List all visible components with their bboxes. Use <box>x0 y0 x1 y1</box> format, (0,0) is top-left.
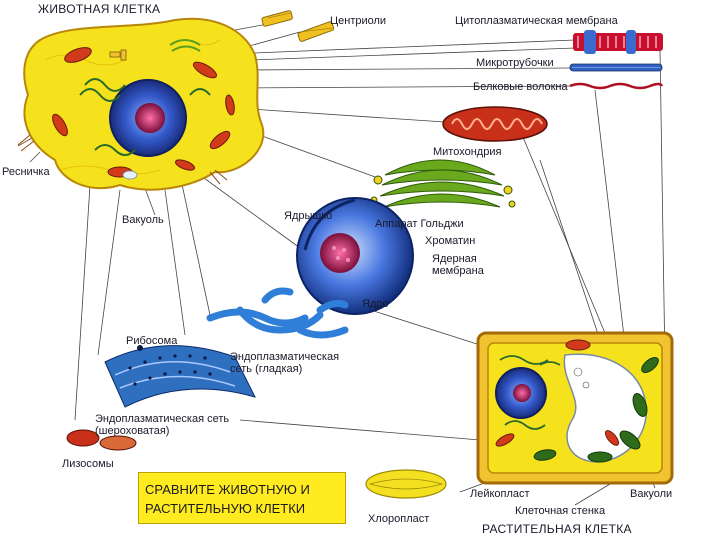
centrioles-organelle <box>261 10 334 42</box>
label-microtubules: Микротрубочки <box>476 57 554 69</box>
caption-text: СРАВНИТЕ ЖИВОТНУЮ И РАСТИТЕЛЬНУЮ КЛЕТКИ <box>145 480 339 518</box>
membrane-organelle <box>573 30 663 54</box>
animal-cell <box>18 19 263 190</box>
label-vacuole-left: Вакуоль <box>122 214 164 226</box>
label-golgi: Аппарат Гольджи <box>375 218 464 230</box>
label-plant-cell: РАСТИТЕЛЬНАЯ КЛЕТКА <box>482 523 632 535</box>
label-vacuoles-right: Вакуоли <box>630 488 672 500</box>
animal-nucleolus <box>135 103 165 133</box>
caption-box: СРАВНИТЕ ЖИВОТНУЮ И РАСТИТЕЛЬНУЮ КЛЕТКИ <box>138 472 346 524</box>
label-nucleolus: Ядрышко <box>284 210 332 222</box>
label-cell-wall: Клеточная стенка <box>515 505 605 517</box>
label-leucoplast: Лейкопласт <box>470 488 530 500</box>
label-cilium: Ресничка <box>2 166 50 178</box>
label-mitochondrion: Митохондрия <box>433 146 501 158</box>
label-protein-fibers: Белковые волокна <box>473 81 568 93</box>
chloroplast-organelle <box>366 470 446 498</box>
mitochondrion-organelle <box>443 107 547 141</box>
protein-fibers-organelle <box>570 84 662 88</box>
label-chromatin: Хроматин <box>425 235 475 247</box>
label-nuclear-membrane: Ядерная мембрана <box>432 253 484 277</box>
label-lysosomes: Лизосомы <box>62 458 114 470</box>
label-rough-er: Эндоплазматическая сеть (шероховатая) <box>95 413 229 437</box>
label-chloroplast: Хлоропласт <box>368 513 429 525</box>
plant-cell <box>478 333 672 483</box>
label-cytoplasmic-membrane: Цитоплазматическая мембрана <box>455 15 618 27</box>
label-ribosome: Рибосома <box>126 335 177 347</box>
golgi-organelle <box>371 160 515 207</box>
label-smooth-er: Эндоплазматическая сеть (гладкая) <box>230 351 339 375</box>
microtubules-organelle <box>570 64 662 71</box>
label-animal-cell: ЖИВОТНАЯ КЛЕТКА <box>38 3 160 15</box>
label-nucleus: Ядро <box>362 298 389 310</box>
label-centrioles: Центриоли <box>330 15 386 27</box>
animal-vacuole <box>123 171 137 179</box>
